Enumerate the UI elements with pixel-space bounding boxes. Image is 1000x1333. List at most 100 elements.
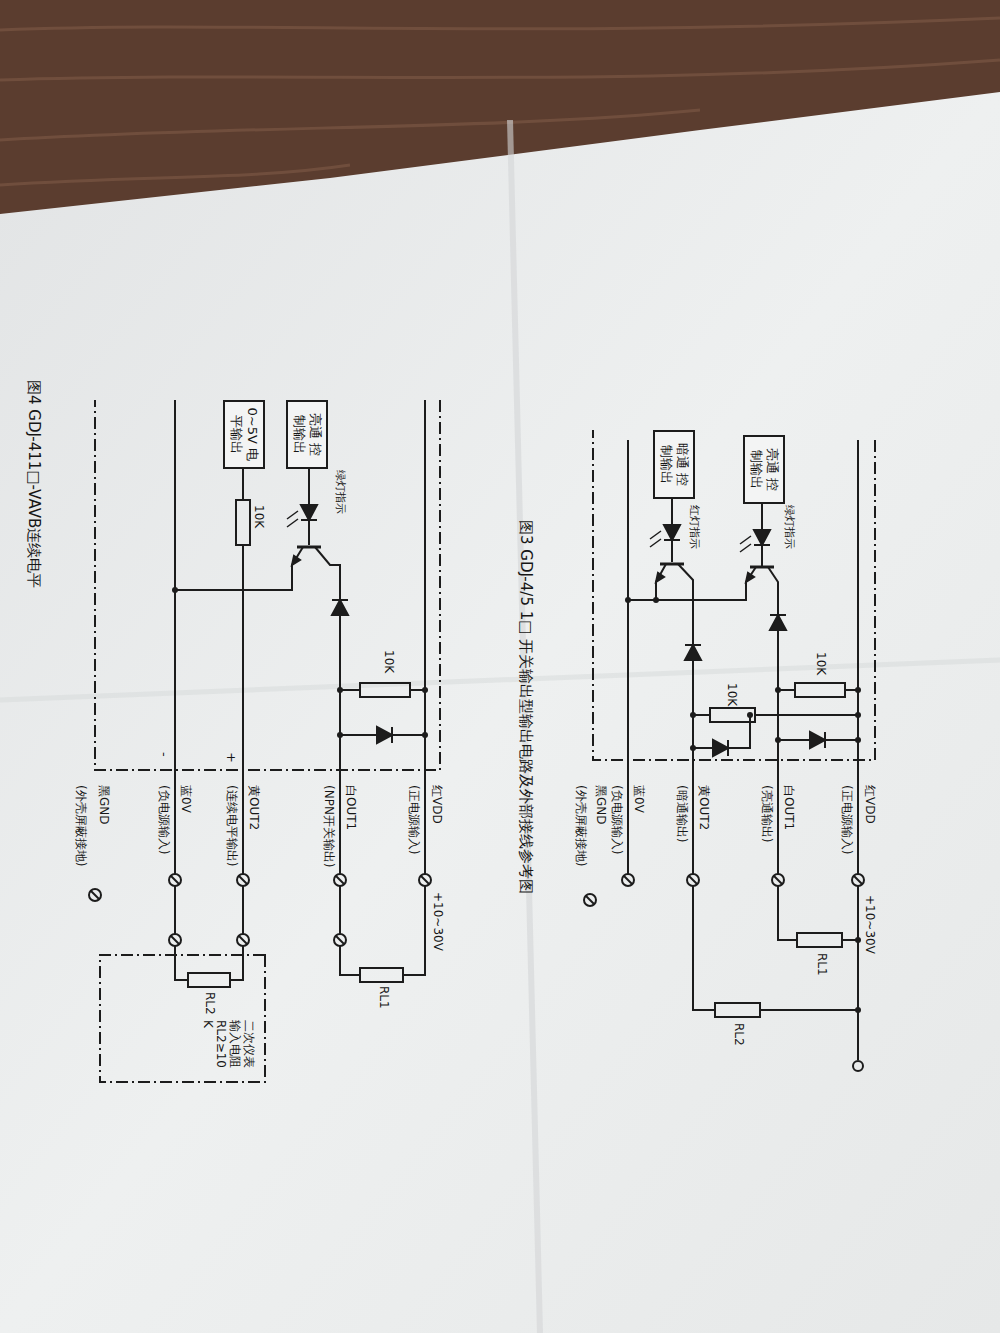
wire	[678, 564, 693, 645]
wire	[627, 440, 629, 874]
resistor-value: 10K	[251, 505, 265, 528]
wire	[857, 440, 859, 874]
wire-note: (正电源输入)	[406, 785, 420, 854]
diode-symbol	[332, 600, 348, 615]
supply-terminal	[853, 1061, 863, 1071]
wire	[175, 886, 340, 934]
wire	[242, 466, 244, 874]
wire	[671, 494, 673, 525]
load-label: RL2	[202, 992, 216, 1015]
wire	[308, 466, 310, 505]
transistor-symbol	[660, 563, 684, 566]
led-symbol	[301, 505, 317, 520]
led-symbol	[754, 530, 770, 545]
diode-symbol	[713, 740, 728, 756]
output-box: 0~5V 电平输出	[223, 400, 265, 469]
wire	[340, 886, 425, 975]
resistor-symbol	[360, 968, 403, 982]
wire	[174, 400, 176, 874]
arrow-head	[656, 573, 664, 582]
led-symbol	[664, 525, 680, 540]
junction-dot	[172, 587, 861, 1013]
resistor-value: 10K	[381, 650, 395, 673]
paper-sheet	[0, 92, 1000, 1333]
wire	[693, 714, 858, 716]
arrow-head	[292, 556, 300, 565]
polarity-sign: +	[223, 752, 238, 763]
wire-name: 黑GND	[96, 785, 110, 825]
polarity-sign: -	[156, 752, 171, 757]
diode-symbol	[770, 615, 786, 630]
wire	[857, 886, 859, 1060]
wire-name: 黑GND	[593, 785, 607, 825]
wire	[768, 567, 778, 615]
resistor-symbol	[360, 683, 410, 697]
wire-note: (NPN开关输出)	[321, 785, 335, 868]
wire	[693, 886, 858, 1010]
terminal-symbol	[584, 874, 864, 906]
wire-name: 蓝0V	[631, 785, 645, 813]
supply-label: +10~30V	[862, 895, 876, 954]
wire	[761, 500, 763, 530]
load-label: RL1	[376, 986, 390, 1009]
wire-note: (正电源输入)	[839, 785, 853, 854]
led-symbol	[664, 540, 680, 562]
transistor-symbol	[297, 546, 321, 549]
wire-note: (负电源输入)	[609, 785, 623, 854]
transistor-symbol	[750, 566, 774, 569]
wire-note: (外壳屏蔽接地)	[573, 785, 587, 866]
box-text: 亮通 控制输出	[291, 407, 323, 462]
paper-fold	[0, 660, 1000, 700]
meter-note: 二次仪表输入电阻RL2≥10K	[200, 1020, 255, 1075]
led-symbol	[754, 545, 770, 567]
shield-frame	[593, 430, 875, 760]
light-arrow	[740, 536, 751, 552]
terminal-symbol	[89, 874, 431, 946]
resistor-symbol	[710, 708, 755, 722]
diode-symbol	[824, 732, 826, 748]
diode-symbol	[377, 727, 392, 743]
box-text: 亮通 控制输出	[748, 442, 780, 497]
indicator-label: 绿灯指示	[782, 505, 795, 549]
wire	[693, 715, 750, 748]
wire-note: (外壳屏蔽接地)	[73, 785, 87, 866]
paper-fold	[510, 120, 540, 1333]
meter-frame	[100, 955, 265, 1082]
wire	[656, 564, 666, 600]
resistor-symbol	[188, 973, 230, 987]
wire	[424, 400, 426, 874]
wire-name: 白OUT1	[781, 785, 795, 830]
resistor-value: 10K	[813, 652, 827, 675]
indicator-label: 红灯指示	[687, 505, 700, 549]
figure-caption: 图3 GDJ-4/5 1□ 开关输出型输出电路及外部接线参考图	[517, 520, 534, 894]
wire	[340, 689, 425, 691]
resistor-symbol	[795, 683, 845, 697]
wire-name: 蓝0V	[178, 785, 192, 813]
wire-name: 黄OUT2	[246, 785, 260, 830]
wire-name: 白OUT1	[343, 785, 357, 830]
diode-symbol	[391, 727, 393, 743]
resistor-symbol	[797, 933, 842, 947]
output-box: 暗通 控制输出	[653, 430, 695, 499]
wire-name: 黄OUT2	[696, 785, 710, 830]
led-symbol	[301, 520, 317, 545]
diode-symbol	[810, 732, 825, 748]
output-box: 亮通 控制输出	[286, 400, 328, 469]
light-arrow	[287, 511, 298, 527]
wire	[778, 886, 858, 940]
wire	[315, 547, 340, 600]
light-arrow	[650, 531, 661, 547]
wire-note: (连续电平输出)	[224, 785, 238, 866]
indicator-label: 绿灯指示	[333, 470, 346, 514]
wire	[175, 946, 243, 980]
diode-symbol	[685, 645, 701, 660]
resistor-value: 10K	[724, 683, 738, 706]
load-label: RL1	[814, 953, 828, 976]
load-label: RL2	[731, 1023, 745, 1046]
resistor-symbol	[236, 500, 250, 545]
shield-frame	[95, 400, 440, 770]
wire-name: 红VDD	[862, 785, 876, 824]
